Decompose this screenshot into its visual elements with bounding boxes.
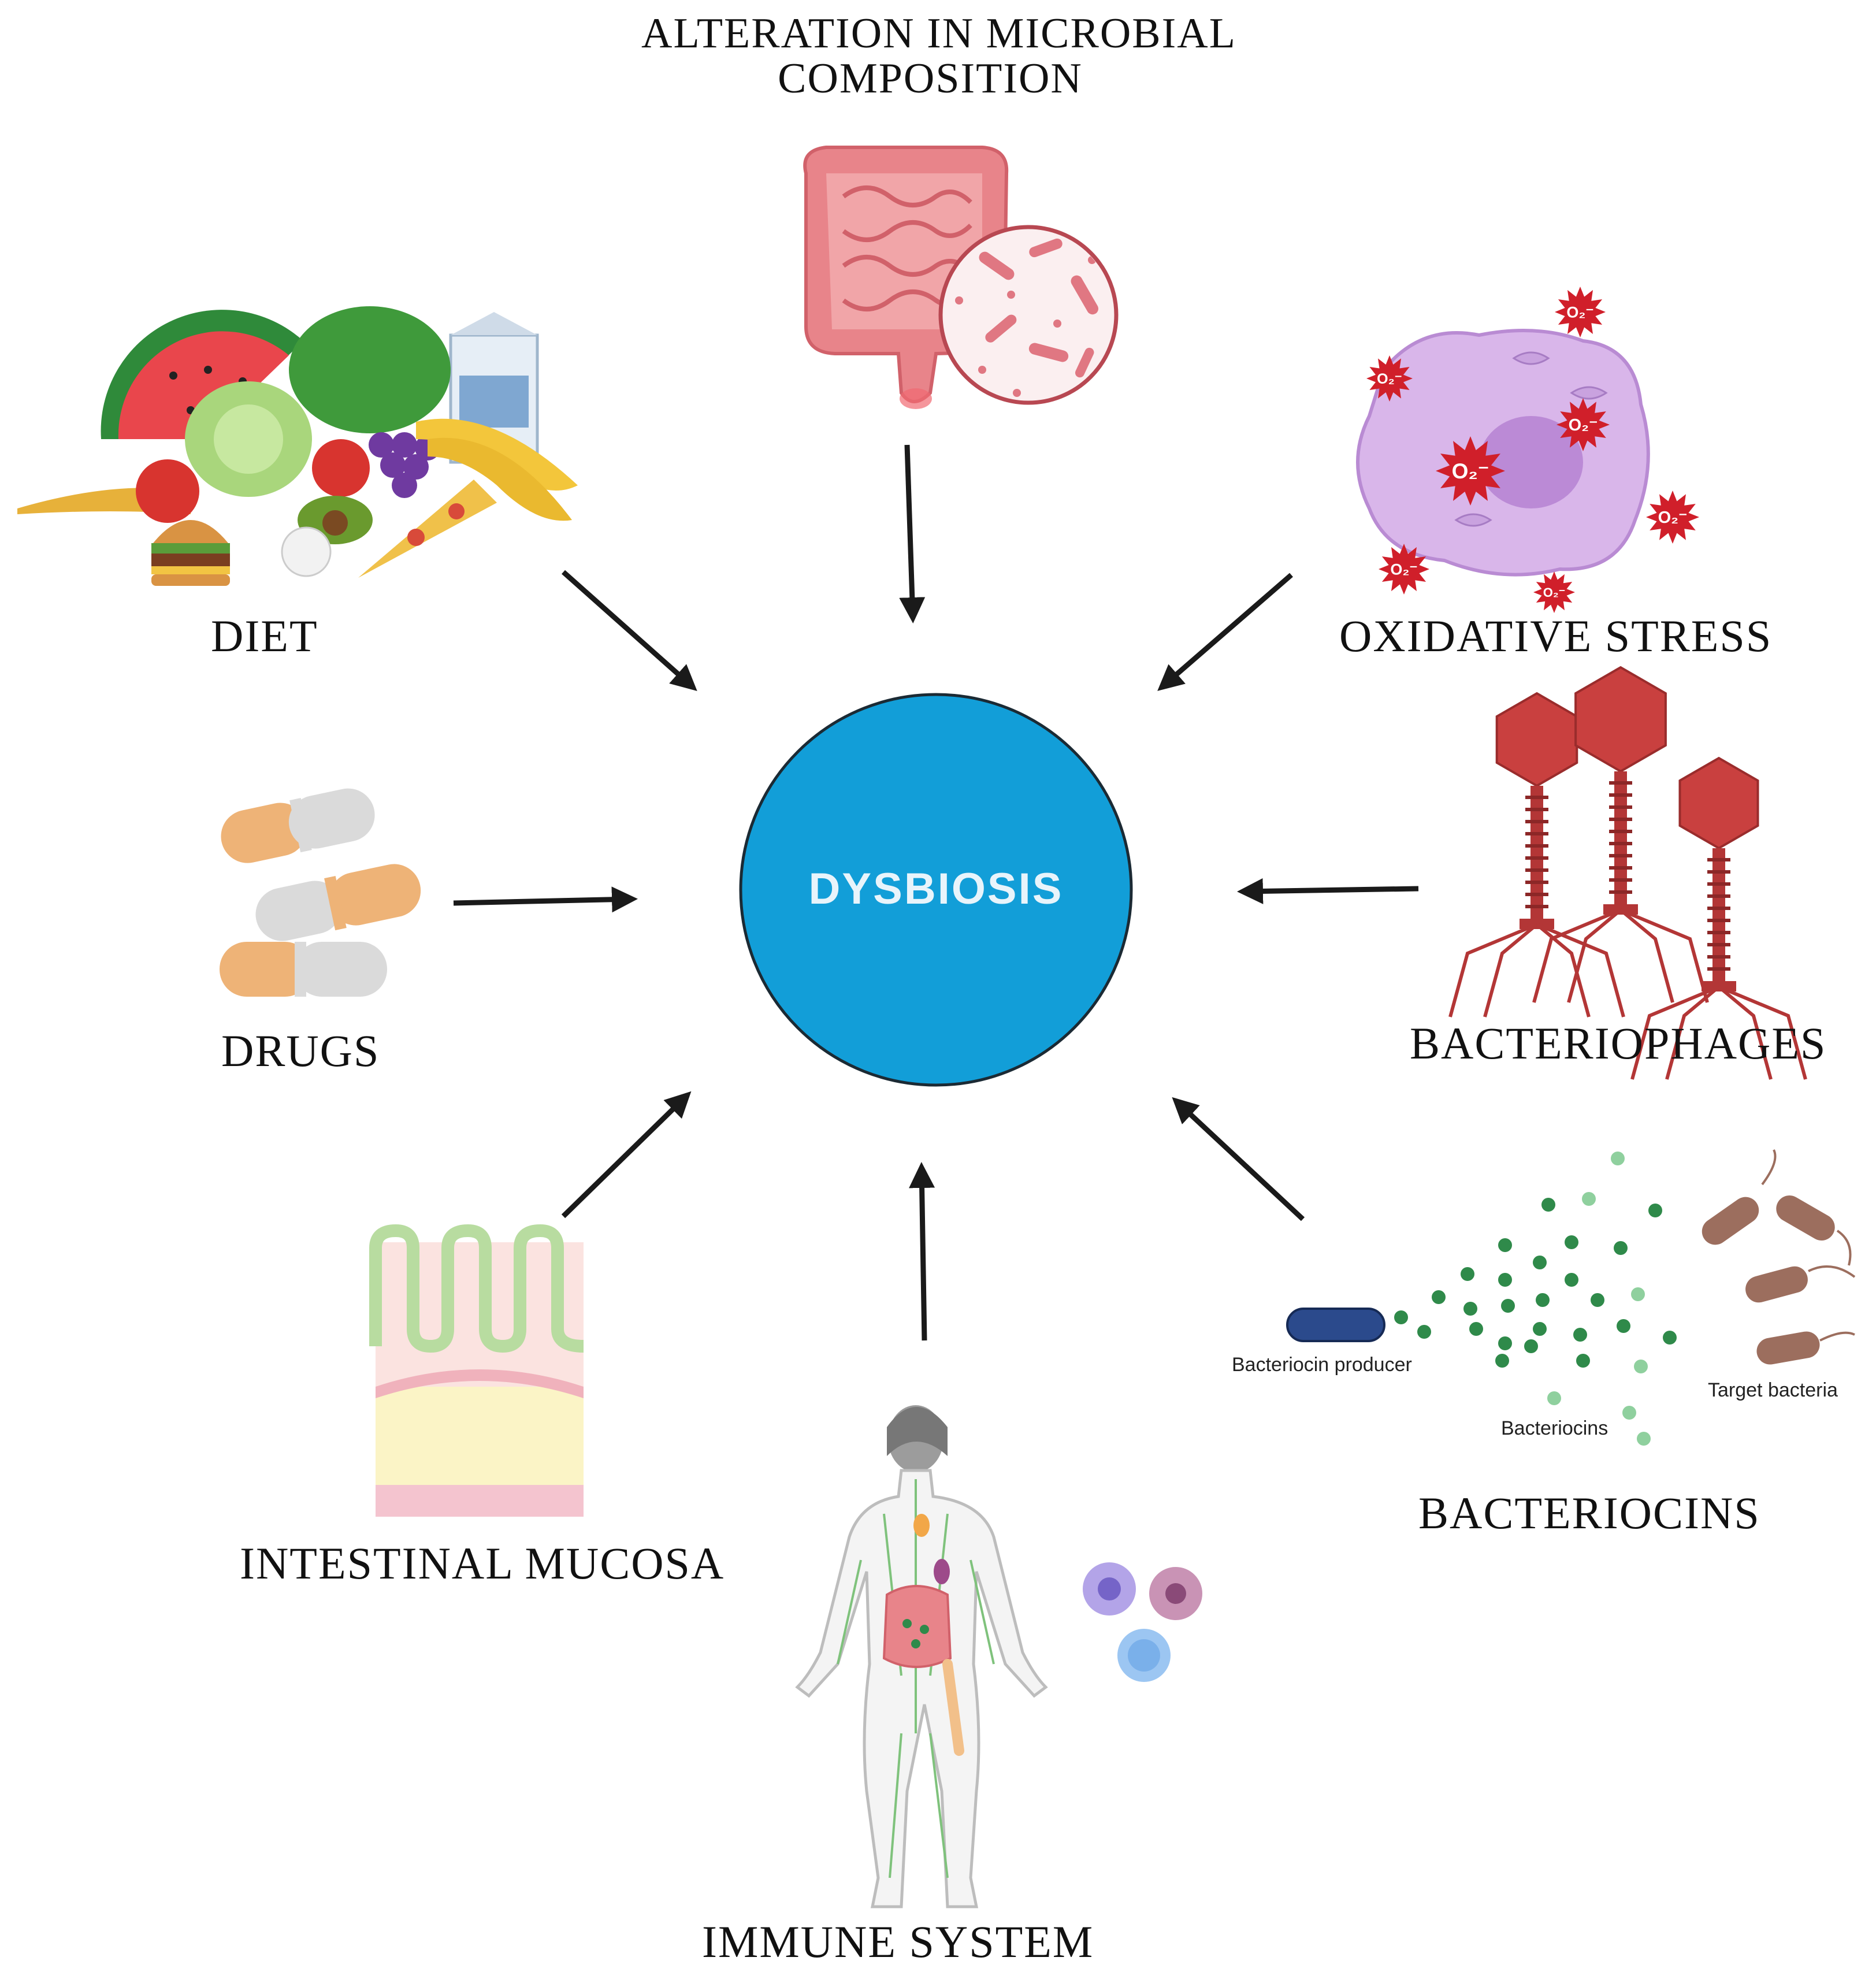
arrow-mucosa [561, 1091, 692, 1219]
cell-illustration [1356, 329, 1650, 577]
bacteriocin-molecule [1617, 1319, 1630, 1333]
bacteriophage [1448, 692, 1625, 1017]
bacteriocin-molecule [1634, 1360, 1648, 1373]
arrow-diet [562, 570, 697, 691]
label-diet: DIET [211, 611, 318, 661]
microbe-lens [938, 225, 1119, 405]
label-target-bacteria: Target bacteria [1708, 1379, 1838, 1401]
bacteriocin-molecule [1648, 1204, 1662, 1217]
bacteriocin-molecule [1591, 1293, 1604, 1307]
pills-illustration [220, 788, 421, 997]
arrow-oxidative [1157, 573, 1293, 691]
bacteriocin-molecule [1498, 1238, 1512, 1252]
dysbiosis-label: DYSBIOSIS [808, 864, 1064, 913]
bacteriocin-molecule [1501, 1299, 1515, 1313]
label-drugs: DRUGS [221, 1026, 380, 1076]
bacteriocin-molecule [1631, 1287, 1645, 1301]
bacteriocin-molecule [1622, 1406, 1636, 1420]
radical-label: O₂⁻ [1569, 416, 1598, 434]
bacteriocin-molecule [1498, 1273, 1512, 1287]
bacteriocin-molecule [1637, 1432, 1651, 1446]
bacteriocin-molecule [1461, 1267, 1474, 1281]
bacteriocin-molecule [1663, 1331, 1677, 1345]
radical-label: O₂⁻ [1566, 304, 1593, 321]
food-illustration [17, 306, 578, 586]
bacteriocin-molecule [1541, 1198, 1555, 1212]
bacteriocin-molecule [1547, 1391, 1561, 1405]
bacteriophages-illustration [1448, 666, 1807, 1080]
label-microbial-line1: ALTERATION IN MICROBIAL [641, 10, 1236, 57]
label-bacteriocins: BACTERIOCINS [1418, 1488, 1760, 1538]
arrow-bacteriocins [1172, 1097, 1305, 1221]
bacteriocin-molecule [1463, 1302, 1477, 1316]
label-bacteriocin-producer: Bacteriocin producer [1232, 1354, 1412, 1376]
superoxide-star: O₂⁻ [1555, 287, 1606, 337]
bacteriocin-molecule [1576, 1354, 1590, 1368]
radical-stars: O₂⁻ O₂⁻ O₂⁻ O₂⁻ O₂⁻ O₂⁻ O₂⁻ [1366, 287, 1699, 613]
radical-label: O₂⁻ [1658, 508, 1688, 527]
bacteriocin-molecule [1469, 1322, 1483, 1336]
burger [151, 520, 230, 586]
arrow-immune [909, 1162, 935, 1341]
superoxide-star: O₂⁻ [1379, 544, 1429, 595]
superoxide-star: O₂⁻ [1646, 491, 1699, 544]
label-microbial-line2: COMPOSITION [778, 54, 1083, 102]
bacteriocin-molecule [1533, 1256, 1547, 1269]
superoxide-star: O₂⁻ [1556, 398, 1610, 451]
bacteriocin-molecule [1565, 1273, 1578, 1287]
radical-label: O₂⁻ [1390, 561, 1417, 578]
bacteriocin-molecule [1582, 1192, 1596, 1206]
bacteriocins-illustration [1286, 1149, 1856, 1446]
dysbiosis-circle [739, 693, 1133, 1087]
bacteriocin-molecule [1432, 1290, 1446, 1304]
label-phages: BACTERIOPHAGES [1410, 1018, 1827, 1068]
superoxide-star: O₂⁻ [1436, 436, 1505, 506]
target-bacteria [1702, 1149, 1856, 1365]
bacteriocin-molecule [1524, 1339, 1538, 1353]
bacteriocin-molecule [1394, 1310, 1408, 1324]
bacteriocin-molecule [1614, 1241, 1628, 1255]
arrow-drugs [453, 886, 638, 913]
label-immune: IMMUNE SYSTEM [702, 1917, 1094, 1967]
bacteriocin-molecule [1533, 1322, 1547, 1336]
bacteriocin-molecule [1417, 1325, 1431, 1339]
bacteriocin-molecule [1611, 1152, 1625, 1165]
producer-bacterium [1286, 1308, 1385, 1342]
arrows [453, 444, 1419, 1341]
label-oxidative: OXIDATIVE STRESS [1339, 611, 1773, 661]
radical-label: O₂⁻ [1543, 585, 1566, 600]
arrow-microbial [899, 444, 926, 623]
bacteriophage [1630, 756, 1807, 1080]
arrow-phages [1237, 878, 1419, 904]
label-microbial: ALTERATION IN MICROBIAL COMPOSITION [641, 10, 1236, 102]
mucosa-illustration [369, 1224, 584, 1517]
superoxide-star: O₂⁻ [1533, 571, 1575, 613]
bacteriocin-molecule [1573, 1328, 1587, 1342]
bacteriocin-molecule [1536, 1293, 1550, 1307]
bacteriocin-molecule [1565, 1235, 1578, 1249]
radical-label: O₂⁻ [1377, 371, 1402, 387]
label-mucosa: INTESTINAL MUCOSA [240, 1538, 725, 1588]
superoxide-star: O₂⁻ [1366, 355, 1413, 402]
radical-label: O₂⁻ [1452, 459, 1489, 483]
bacteriocin-molecule [1498, 1336, 1512, 1350]
immune-cells [1083, 1562, 1202, 1682]
bacteriocin-molecule [1495, 1354, 1509, 1368]
immune-body-illustration [795, 1405, 1048, 1908]
label-bacteriocins-molecules: Bacteriocins [1501, 1417, 1608, 1439]
